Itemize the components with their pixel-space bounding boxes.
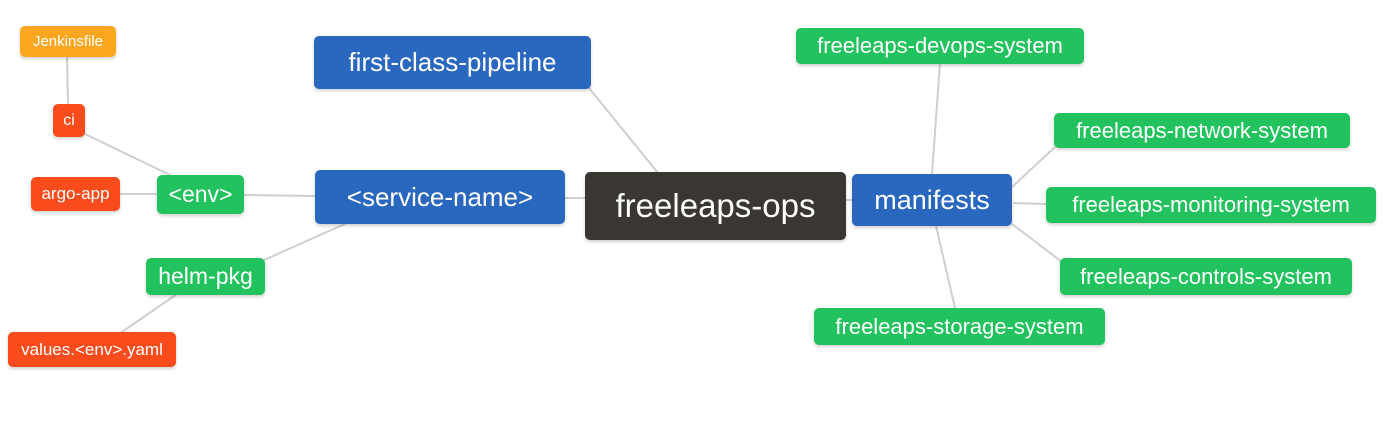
edge-manifests-network-system xyxy=(1011,146,1056,188)
edge-manifests-devops-system xyxy=(931,62,941,175)
node-values-env-yaml[interactable]: values.<env>.yaml xyxy=(8,332,176,367)
node-service-name[interactable]: <service-name> xyxy=(315,170,565,224)
edge-ci-env xyxy=(82,132,173,177)
node-jenkinsfile[interactable]: Jenkinsfile xyxy=(20,26,116,57)
edge-env-service-name xyxy=(243,194,316,197)
edge-first-class-pipeline-root xyxy=(588,87,659,174)
edge-manifests-monitoring-system xyxy=(1012,202,1047,205)
edge-manifests-storage-system xyxy=(935,225,956,309)
node-first-class-pipeline[interactable]: first-class-pipeline xyxy=(314,36,591,89)
node-argo-app[interactable]: argo-app xyxy=(31,177,120,211)
node-freeleaps-monitoring-system[interactable]: freeleaps-monitoring-system xyxy=(1046,187,1376,223)
edge-helm-pkg-values-env-yaml xyxy=(118,293,178,335)
node-env[interactable]: <env> xyxy=(157,175,244,214)
node-helm-pkg[interactable]: helm-pkg xyxy=(146,258,265,295)
node-manifests[interactable]: manifests xyxy=(852,174,1012,226)
edge-service-name-helm-pkg xyxy=(263,222,348,261)
node-ci[interactable]: ci xyxy=(53,104,85,137)
edge-manifests-controls-system xyxy=(1011,223,1063,263)
node-freeleaps-storage-system[interactable]: freeleaps-storage-system xyxy=(814,308,1105,345)
node-freeleaps-network-system[interactable]: freeleaps-network-system xyxy=(1054,113,1350,148)
node-freeleaps-devops-system[interactable]: freeleaps-devops-system xyxy=(796,28,1084,64)
edge-jenkinsfile-ci xyxy=(66,56,69,105)
node-freeleaps-ops-root[interactable]: freeleaps-ops xyxy=(585,172,846,240)
node-freeleaps-controls-system[interactable]: freeleaps-controls-system xyxy=(1060,258,1352,295)
